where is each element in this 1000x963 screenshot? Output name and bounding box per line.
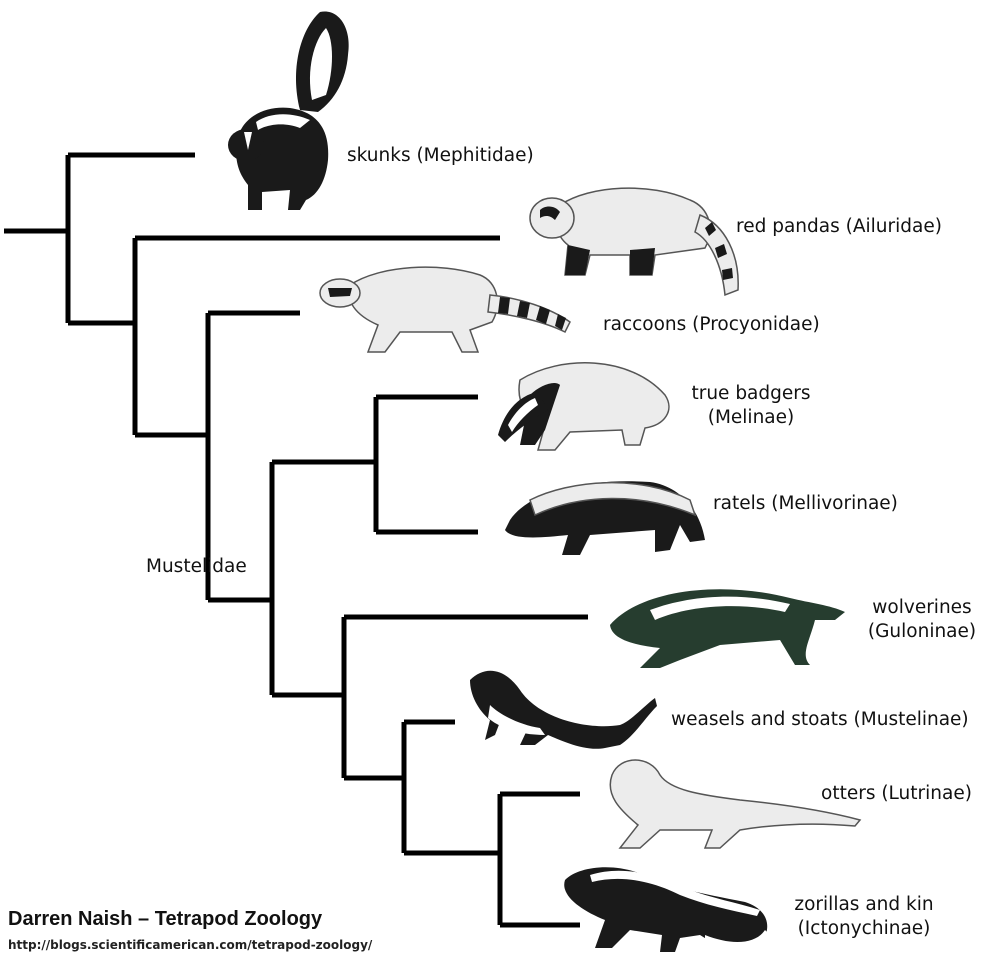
label-ratels: ratels (Mellivorinae) (713, 493, 898, 514)
label-true-badgers: true badgers (Melinae) (690, 382, 812, 430)
clade-label-mustelidae: Mustelidae (146, 556, 247, 577)
tree-branches (4, 152, 588, 928)
label-wolverines: wolverines (Guloninae) (862, 596, 982, 644)
wolverine-icon (610, 589, 845, 668)
ratel-icon (505, 481, 705, 555)
credit-title: Darren Naish – Tetrapod Zoology (8, 908, 323, 930)
label-zorillas: zorillas and kin (Ictonychinae) (778, 893, 950, 941)
skunk-icon (228, 11, 349, 210)
label-otters: otters (Lutrinae) (821, 783, 972, 804)
label-raccoons: raccoons (Procyonidae) (603, 314, 820, 335)
label-true-badgers-line1: true badgers (691, 383, 811, 404)
raccoon-icon (319, 266, 571, 353)
red-panda-icon (529, 187, 739, 297)
label-wolverines-line1: wolverines (872, 597, 972, 618)
label-skunks: skunks (Mephitidae) (347, 145, 534, 166)
label-zorillas-line2: (Ictonychinae) (797, 918, 931, 939)
weasel-icon (470, 670, 657, 749)
label-wolverines-line2: (Guloninae) (867, 621, 977, 642)
otter-icon (609, 759, 862, 849)
label-red-pandas: red pandas (Ailuridae) (736, 216, 942, 237)
badger-icon (498, 362, 670, 451)
label-weasels: weasels and stoats (Mustelinae) (671, 709, 969, 730)
zorilla-icon (564, 867, 770, 952)
credit-url: http://blogs.scientificamerican.com/tetr… (8, 938, 373, 952)
label-zorillas-line1: zorillas and kin (794, 894, 934, 915)
label-true-badgers-line2: (Melinae) (707, 407, 795, 428)
